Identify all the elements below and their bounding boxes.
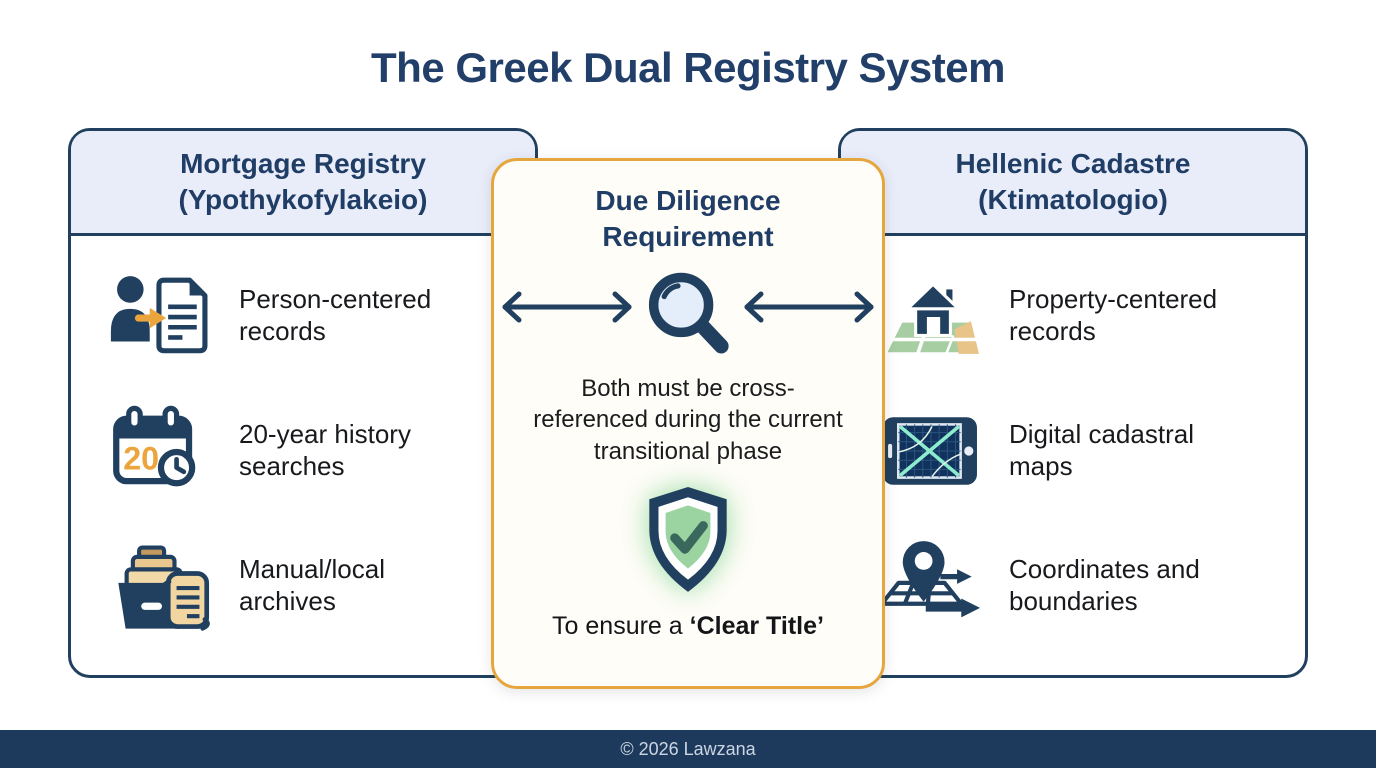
tablet-digital-map-icon [871,403,993,499]
list-item: Coordinates and boundaries [871,538,1305,634]
list-item-label: Digital cadastral maps [1009,419,1194,481]
clear-title-prefix: To ensure a [552,611,690,640]
person-document-icon [101,268,223,364]
list-item: Person-centered records [101,268,535,364]
double-headed-arrow-icon [502,291,632,323]
hellenic-cadastre-header: Hellenic Cadastre (Ktimatologio) [841,131,1305,236]
calendar-badge: 20 [123,441,159,477]
due-diligence-title: Due Diligence Requirement [595,185,781,253]
mortgage-registry-panel: Mortgage Registry (Ypothykofylakeio) [68,128,538,678]
due-diligence-panel: Due Diligence Requirement Both must be c… [491,158,885,689]
map-pin-boundaries-icon [871,538,993,634]
calendar-20-clock-icon: 20 [101,403,223,499]
hellenic-cadastre-body: Property-centered records [841,236,1305,634]
list-item-label: Coordinates and boundaries [1009,554,1200,616]
list-item-label: Manual/local archives [239,554,385,616]
list-item-label: Property-centered records [1009,284,1218,346]
list-item: Property-centered records [871,268,1305,364]
mortgage-registry-body: Person-centered records 20 20-year histo… [71,236,535,634]
list-item: Manual/local archives [101,538,535,634]
clear-title-note: To ensure a ‘Clear Title’ [552,612,824,641]
list-item-label: 20-year history searches [239,419,411,481]
footer-bar: © 2026 Lawzana [0,730,1376,768]
magnifier-icon [648,272,729,354]
mortgage-registry-header: Mortgage Registry (Ypothykofylakeio) [71,131,535,236]
double-headed-arrow-icon [744,291,874,323]
copyright-text: © 2026 Lawzana [620,738,756,759]
list-item: 20 20-year history searches [101,403,535,499]
hellenic-cadastre-panel: Hellenic Cadastre (Ktimatologio) [838,128,1308,678]
cross-reference-arrows-row [494,268,882,363]
house-on-map-icon [871,268,993,364]
clear-title-emphasis: ‘Clear Title’ [689,611,824,640]
list-item: Digital cadastral maps [871,403,1305,499]
page-title: The Greek Dual Registry System [371,44,1005,91]
shield-check-icon [637,484,739,598]
cross-reference-note: Both must be cross- referenced during th… [533,374,843,466]
archive-folders-scroll-icon [101,538,223,634]
list-item-label: Person-centered records [239,284,432,346]
